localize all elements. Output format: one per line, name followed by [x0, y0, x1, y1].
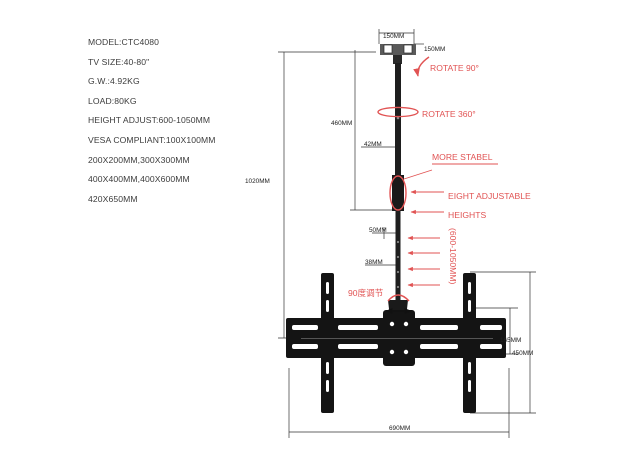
dim-total-height: 1020MM [245, 178, 270, 185]
bracket-slots [292, 282, 502, 392]
dimension-labels: 150MM 150MM 460MM 42MM 1020MM 50MM 38MM … [245, 33, 533, 432]
spec-vesa-4: 420X650MM [88, 193, 138, 204]
dim-lower-gap: 50MM [369, 227, 387, 234]
dimension-lines [278, 29, 536, 438]
spec-tv-size: TV SIZE:40-80" [88, 56, 150, 67]
dim-plate-height: 165MM [500, 337, 521, 344]
spec-model: MODEL:CTC4080 [88, 37, 160, 47]
dim-bracket-width: 690MM [389, 425, 410, 432]
dim-upper-pole: 460MM [331, 120, 352, 127]
label-rotate-90: ROTATE 90° [430, 63, 479, 73]
label-heights: HEIGHTS [448, 210, 486, 220]
dim-lower-diameter: 38MM [365, 259, 383, 266]
spec-gross-weight: G.W.:4.92KG [88, 76, 140, 87]
dim-pole-diameter: 42MM [364, 141, 382, 148]
callout-lines [403, 169, 444, 288]
spec-vesa-1: VESA COMPLIANT:100X100MM [88, 134, 216, 145]
spec-vesa-3: 400X400MM,400X600MM [88, 174, 190, 185]
spec-list: MODEL:CTC4080 TV SIZE:40-80" G.W.:4.92KG… [88, 36, 216, 212]
dim-top-plate-depth: 150MM [424, 46, 445, 53]
rotation-markers [377, 56, 430, 302]
spec-vesa-2: 200X200MM,300X300MM [88, 154, 190, 165]
label-more-stable: MORE STABEL [432, 152, 493, 162]
bracket-midline [301, 338, 493, 339]
dim-bracket-height: 450MM [512, 350, 533, 357]
annotation-labels: ROTATE 90° ROTATE 360° MORE STABEL EIGHT… [348, 63, 531, 298]
spec-load: LOAD:80KG [88, 95, 137, 106]
label-rotate-360: ROTATE 360° [422, 109, 476, 119]
spec-height-adjust: HEIGHT ADJUST:600-1050MM [88, 115, 211, 126]
label-tilt-90: 90度调节 [348, 287, 384, 298]
dim-top-plate-width: 150MM [383, 33, 404, 40]
label-height-range: (600-1050MM) [448, 228, 458, 284]
label-eight-adjustable: EIGHT ADJUSTABLE [448, 191, 531, 201]
ceiling-pole [380, 44, 416, 318]
